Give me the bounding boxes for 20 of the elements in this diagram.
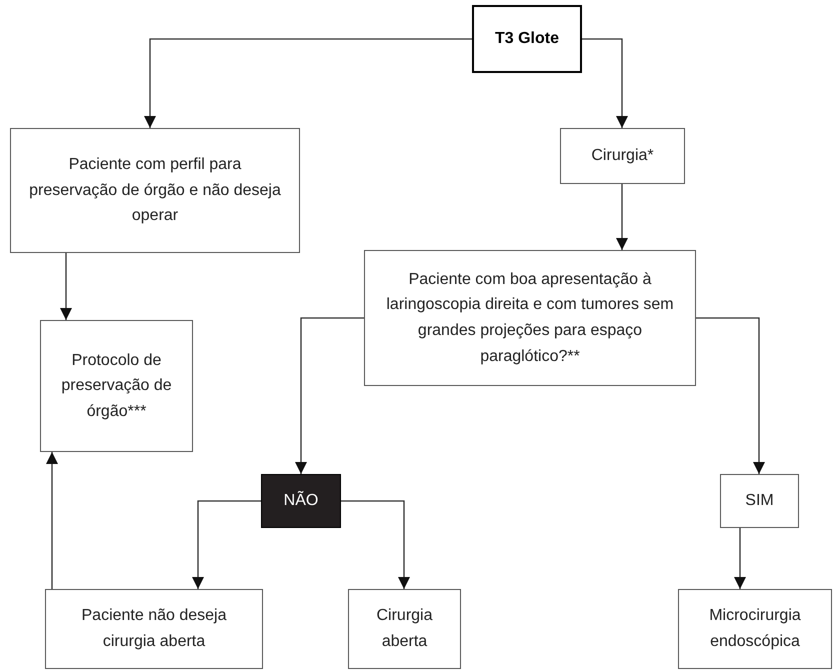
process-box: Paciente com perfil para preservação de órgão e não deseja operar [10, 128, 300, 253]
arrow [616, 184, 628, 250]
arrow [295, 317, 364, 474]
process-box: Microcirurgia endoscópica [678, 589, 832, 669]
arrow [696, 317, 765, 474]
process-box: Paciente não deseja cirurgia aberta [45, 589, 263, 669]
arrow [734, 528, 746, 589]
start-box: T3 Glote [472, 5, 582, 73]
process-box: Protocolo de preservação de órgão*** [40, 320, 193, 452]
answer-box: NÃO [261, 474, 341, 528]
process-box: Cirurgia* [560, 128, 685, 184]
process-box: Cirurgia aberta [348, 589, 461, 669]
arrow [341, 500, 410, 589]
arrow [60, 253, 72, 320]
process-box: SIM [720, 474, 799, 528]
arrow [192, 500, 261, 589]
arrow [46, 452, 58, 589]
arrow [582, 38, 628, 128]
arrow [144, 38, 472, 128]
process-box: Paciente com boa apresentação à laringoscopia direita e com tumores sem grandes projeções para espaço paraglótico?** [364, 250, 696, 386]
